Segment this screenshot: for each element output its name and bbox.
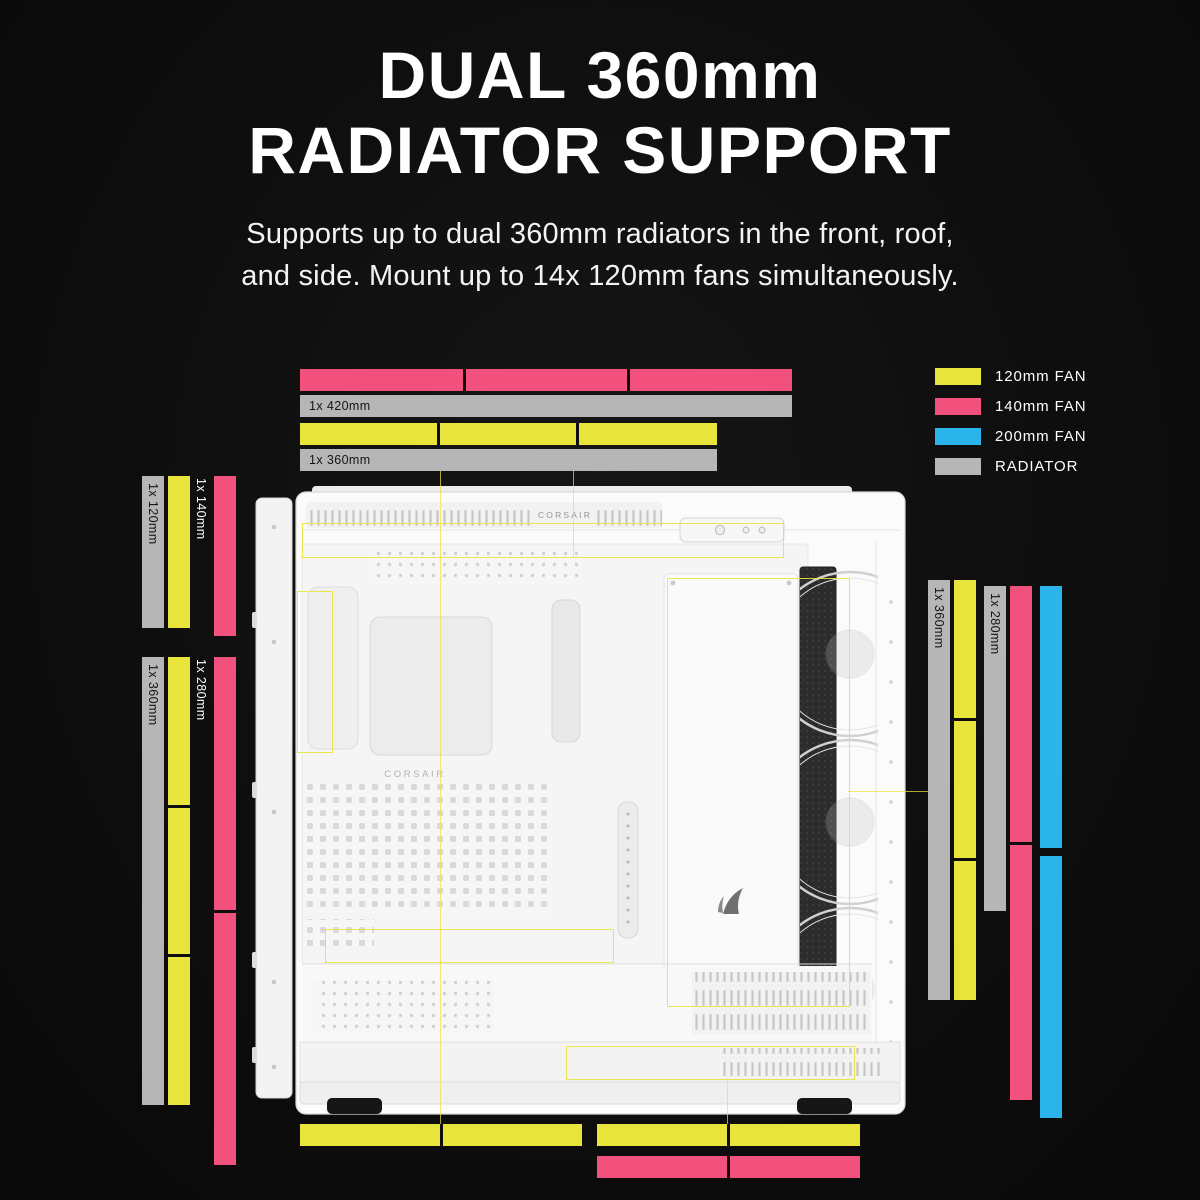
subtitle-line-1: Supports up to dual 360mm radiators in t… (246, 218, 954, 251)
legend-item: 200mm FAN (935, 428, 1086, 445)
case-brand-top: CORSAIR (538, 510, 592, 520)
bar-front-120mm-fans (168, 657, 190, 1105)
bar-size-label: 1x 360mm (309, 453, 371, 467)
page-title: DUAL 360mm RADIATOR SUPPORT (0, 38, 1200, 187)
connector-line-vertical-left (440, 471, 441, 1124)
radiator-swatch (935, 458, 981, 475)
bar-size-label: 1x 280mm (194, 659, 208, 721)
mount-zone-roof (302, 523, 784, 558)
bar-segment-divider (1010, 841, 1032, 845)
bar-roof-360mm-radiator: 1x 360mm (300, 449, 717, 471)
bar-segment-divider (462, 369, 466, 391)
bar-segment-divider (626, 369, 630, 391)
corsair-sail-logo (718, 888, 743, 914)
mount-zone-bottom-right (566, 1046, 855, 1080)
fan-120mm-swatch (935, 368, 981, 385)
legend-item: RADIATOR (935, 458, 1086, 475)
bar-segment-divider (168, 954, 190, 958)
case-psu-shroud (302, 963, 872, 1042)
mount-zone-front (297, 591, 333, 753)
title-line-2: RADIATOR SUPPORT (248, 112, 952, 187)
connector-line-vertical-bottom (727, 1078, 728, 1124)
bar-size-label: 1x 420mm (309, 399, 371, 413)
bar-segment-divider (954, 858, 976, 862)
bar-side-120mm-fans (954, 580, 976, 1000)
legend-item: 140mm FAN (935, 398, 1086, 415)
pc-case-illustration: CORSAIR CORSAIR (252, 486, 906, 1115)
bar-front-120mm-radiator: 1x 120mm (142, 476, 164, 628)
case-brand-tray: CORSAIR (384, 769, 445, 780)
bar-bottom-120mm-fans-left (300, 1124, 582, 1146)
bar-roof-140mm-fans (300, 369, 792, 391)
bar-segment-divider (727, 1156, 730, 1178)
legend: 120mm FAN 140mm FAN 200mm FAN RADIATOR (935, 368, 1086, 475)
connector-line-vertical-roof (573, 471, 574, 557)
fan-200mm-swatch (935, 428, 981, 445)
bar-side-200mm-fan-upper (1040, 586, 1062, 848)
legend-label: 120mm FAN (995, 368, 1087, 385)
bar-segment-divider (439, 1124, 443, 1146)
bar-segment-divider (727, 1124, 730, 1146)
bar-side-140mm-fans (1010, 586, 1032, 1100)
bar-segment-divider (437, 423, 441, 445)
subtitle-line-2: and side. Mount up to 14x 120mm fans sim… (241, 260, 959, 293)
bar-size-label: 1x 280mm (988, 593, 1002, 655)
legend-label: 140mm FAN (995, 398, 1087, 415)
bar-front-360mm-radiator: 1x 360mm (142, 657, 164, 1105)
bar-roof-120mm-fans (300, 423, 717, 445)
bar-segment-divider (168, 804, 190, 808)
bar-side-200mm-fan-lower (1040, 856, 1062, 1118)
bar-bottom-140mm-fans (597, 1156, 860, 1178)
bar-front-120mm-fan (168, 476, 190, 628)
bar-segment-divider (214, 909, 236, 913)
bar-side-280mm-radiator: 1x 280mm (984, 586, 1006, 911)
case-right-frame (875, 542, 893, 1082)
bar-front-140mm-fan: 1x 140mm (194, 476, 236, 636)
title-line-1: DUAL 360mm (378, 38, 822, 112)
bar-segment-divider (576, 423, 580, 445)
bar-side-360mm-radiator: 1x 360mm (928, 580, 950, 1000)
fan-140mm-swatch (935, 398, 981, 415)
bar-front-280mm-fans: 1x 280mm (194, 657, 236, 1165)
bar-size-label: 1x 360mm (932, 587, 946, 649)
bar-segment-divider (954, 718, 976, 722)
bar-size-label: 1x 140mm (194, 478, 208, 540)
bar-bottom-120mm-fans-right (597, 1124, 860, 1146)
connector-line-horizontal-side (848, 791, 928, 792)
bar-size-label: 1x 120mm (146, 483, 160, 545)
mount-zone-bottom-left (325, 929, 614, 963)
header: DUAL 360mm RADIATOR SUPPORT Supports up … (0, 38, 1200, 297)
legend-label: 200mm FAN (995, 428, 1087, 445)
case-bottom (299, 1041, 901, 1114)
page-subtitle: Supports up to dual 360mm radiators in t… (0, 213, 1200, 297)
mount-zone-side (667, 578, 850, 1007)
case-io-panel (679, 517, 785, 543)
bar-size-label: 1x 360mm (146, 664, 160, 726)
legend-item: 120mm FAN (935, 368, 1086, 385)
case-front-panel (252, 497, 293, 1099)
legend-label: RADIATOR (995, 458, 1079, 475)
bar-roof-420mm-radiator: 1x 420mm (300, 395, 792, 417)
